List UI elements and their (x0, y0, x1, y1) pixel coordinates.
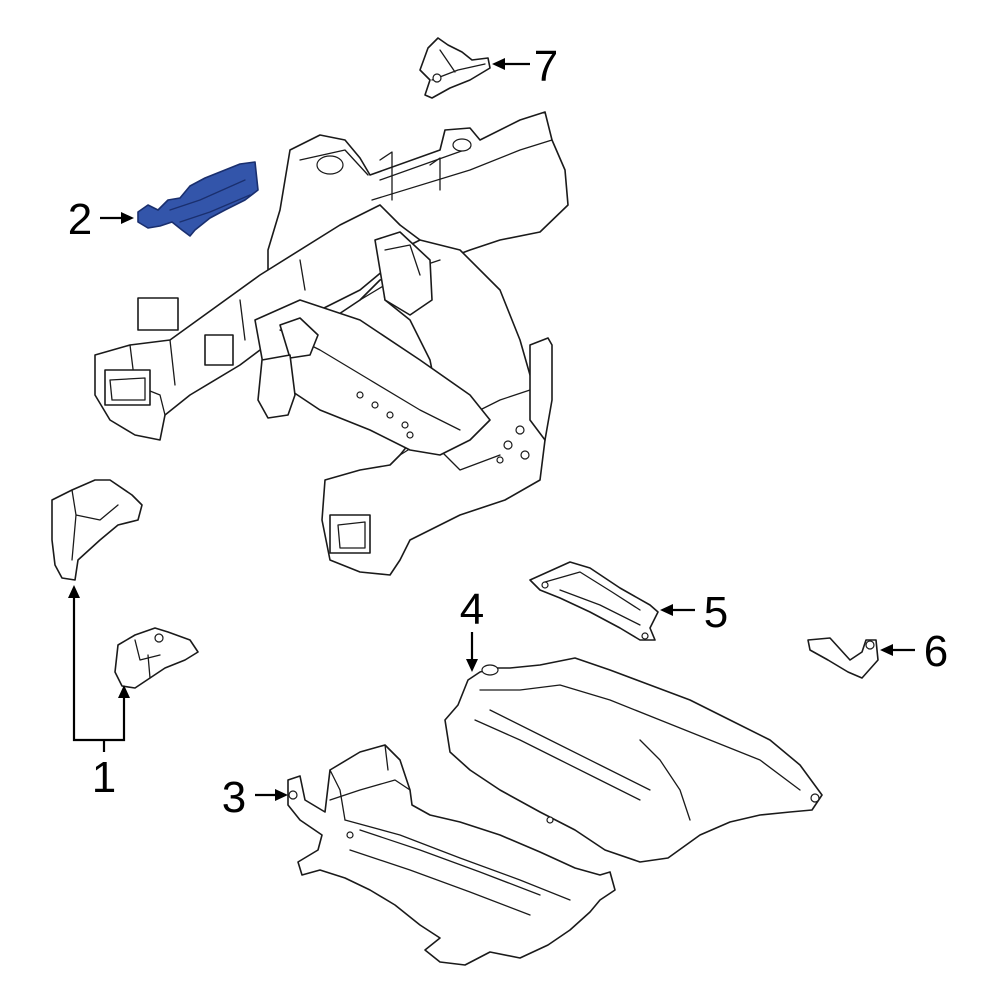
callout-label-3: 3 (222, 773, 246, 822)
arrowhead-1b (118, 685, 130, 698)
heat-shield-part-2 (137, 161, 259, 237)
callout-5: 5 (660, 588, 728, 637)
callout-3: 3 (222, 773, 288, 822)
callout-4: 4 (460, 585, 484, 672)
callout-label-6: 6 (924, 627, 948, 676)
callout-7: 7 (492, 42, 558, 91)
bracket-pair-part-1 (51, 479, 199, 689)
arrowhead-5 (660, 604, 673, 616)
upper-bracket-part-7 (419, 37, 491, 99)
small-bracket-part-6 (807, 637, 879, 679)
subframe-assembly (94, 111, 569, 576)
callout-label-1: 1 (92, 753, 116, 802)
arrowhead-7 (492, 58, 505, 70)
callout-label-4: 4 (460, 585, 484, 634)
arrowhead-1a (68, 585, 80, 598)
heat-shield-ridge (169, 179, 251, 223)
arrowhead-6 (880, 644, 893, 656)
leader-line-1 (72, 590, 126, 742)
heat-shield-body (137, 161, 259, 237)
callout-label-7: 7 (534, 42, 558, 91)
callout-1: 1 (68, 585, 130, 802)
callout-2: 2 (68, 195, 134, 244)
arrowhead-4 (466, 659, 478, 672)
skid-plate-part-4 (444, 657, 823, 863)
callout-6: 6 (880, 627, 948, 676)
arrowhead-3 (275, 789, 288, 801)
skid-plate-part-3 (287, 744, 616, 966)
arrowhead-2 (121, 212, 134, 224)
callout-label-5: 5 (704, 588, 728, 637)
mounting-plate-part-5 (529, 561, 659, 641)
callout-label-2: 2 (68, 195, 92, 244)
